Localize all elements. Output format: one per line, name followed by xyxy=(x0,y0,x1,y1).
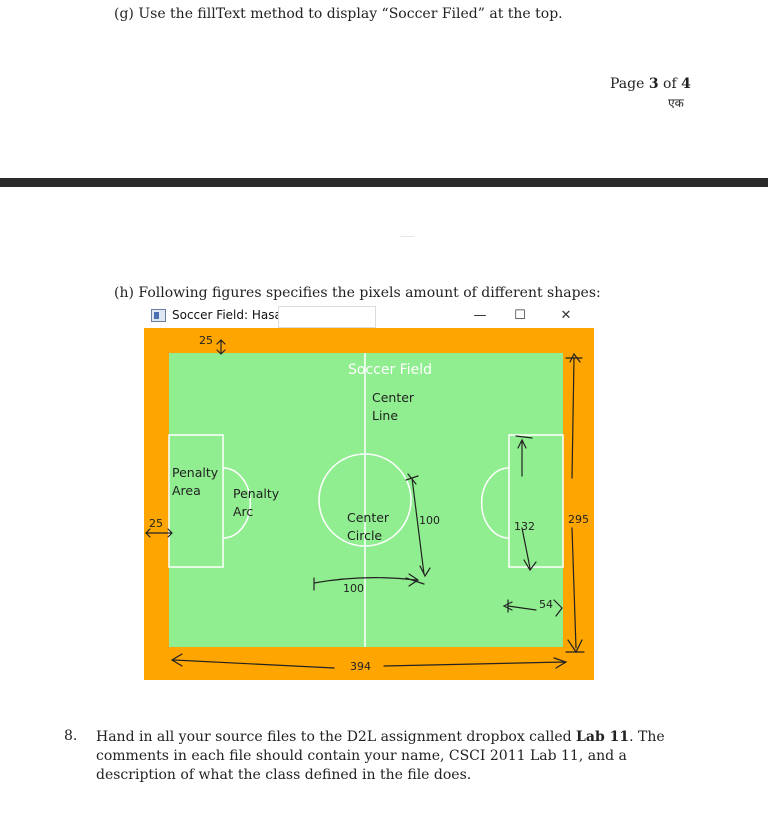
window-titlebar[interactable]: Soccer Field: Hasan: — ☐ ✕ xyxy=(144,304,594,328)
penalty-area-right xyxy=(508,434,564,568)
item-g-instruction: (g) Use the fillText method to display “… xyxy=(114,6,563,22)
app-window: Soccer Field: Hasan: — ☐ ✕ Soccer Field … xyxy=(144,304,594,680)
annotation-circle-diameter: 100 xyxy=(343,582,364,595)
maximize-button[interactable]: ☐ xyxy=(514,308,526,323)
page-number: Page 3 of 4 xyxy=(610,76,691,92)
annotation-field-width: 394 xyxy=(350,660,371,673)
annotation-left-margin: 25 xyxy=(149,517,163,530)
field-width-arrow xyxy=(170,653,568,669)
minimize-button[interactable]: — xyxy=(473,308,487,323)
annotation-penalty-height: 132 xyxy=(514,520,535,533)
field-height-arrow xyxy=(565,352,585,654)
penalty-area-left xyxy=(168,434,224,568)
radius-arrow xyxy=(405,473,431,578)
annotation-circle-radius: 100 xyxy=(419,514,440,527)
penalty-width-arrow xyxy=(502,599,563,617)
page-current: 3 xyxy=(648,76,659,92)
app-icon xyxy=(151,309,166,322)
page-handwriting: एक xyxy=(668,96,684,110)
left-margin-arrow xyxy=(145,528,173,538)
item-h-instruction: (h) Following figures specifies the pixe… xyxy=(114,285,601,301)
label-penalty-arc-1: Penalty xyxy=(233,486,280,501)
field-title: Soccer Field xyxy=(348,362,432,378)
label-penalty-area-2: Area xyxy=(172,483,201,498)
item-8-bold-lab: Lab 11 xyxy=(576,729,630,745)
label-penalty-area-1: Penalty xyxy=(172,465,219,480)
page-of: of xyxy=(658,76,682,92)
titlebar-blank-box xyxy=(278,306,376,328)
label-penalty-arc-2: Arc xyxy=(233,504,253,519)
penalty-height-arrow xyxy=(515,435,537,572)
annotation-field-height: 295 xyxy=(568,513,589,526)
annotation-penalty-width: 54 xyxy=(539,598,553,611)
diameter-arrow xyxy=(313,573,425,591)
top-margin-arrow xyxy=(216,339,226,355)
item-8-text-1: Hand in all your source files to the D2L… xyxy=(96,729,577,745)
soccer-field-canvas: Soccer Field Center Line Penalty Area Pe… xyxy=(144,328,594,680)
item-8-instruction: Hand in all your source files to the D2L… xyxy=(96,728,696,785)
close-button[interactable]: ✕ xyxy=(560,308,572,323)
label-center-circle-2: Circle xyxy=(347,528,382,543)
item-8-text-2: . The comments in each file should conta… xyxy=(96,729,665,783)
faint-mark xyxy=(400,236,414,237)
field-grass xyxy=(169,353,563,647)
window-title: Soccer Field: Hasan: xyxy=(172,308,294,322)
label-center-line-2: Line xyxy=(372,408,398,423)
center-circle xyxy=(318,453,412,547)
item-8-number: 8. xyxy=(64,728,78,744)
penalty-arc-right xyxy=(480,467,510,539)
page-total: 4 xyxy=(681,76,691,92)
label-center-line-1: Center xyxy=(372,390,415,405)
page-prefix: Page xyxy=(610,76,649,92)
penalty-arc-left xyxy=(222,467,252,539)
annotation-top-margin: 25 xyxy=(199,334,213,347)
handwritten-annotations xyxy=(145,339,585,669)
page-divider xyxy=(0,178,768,187)
label-center-circle-1: Center xyxy=(347,510,390,525)
